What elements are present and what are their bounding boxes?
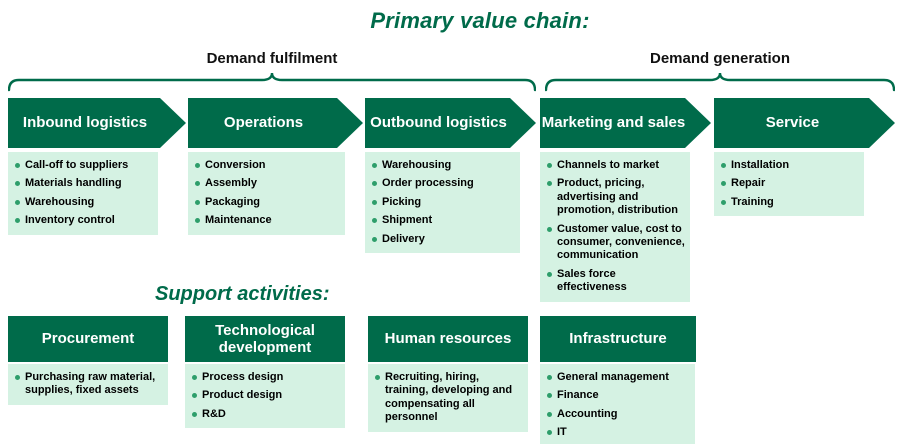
infrastructure-items: General management Finance Accounting IT [540, 364, 695, 444]
operations-items: Conversion Assembly Packaging Maintenanc… [188, 152, 345, 235]
support-infrastructure-header: Infrastructure [540, 316, 696, 362]
list-item: Packaging [194, 196, 341, 209]
stage-label: Service [765, 114, 820, 132]
support-label: Procurement [41, 330, 135, 348]
bullet-list: Call-off to suppliers Materials handling… [8, 152, 158, 235]
demand-fulfilment-brace-icon [8, 72, 536, 92]
list-item: Finance [546, 389, 691, 402]
list-item: Channels to market [546, 159, 686, 172]
list-item: Accounting [546, 408, 691, 421]
list-item: Repair [720, 177, 860, 190]
list-item: Warehousing [371, 159, 516, 172]
bullet-list: Channels to market Product, pricing, adv… [540, 152, 690, 302]
stage-label: Outbound logistics [370, 114, 507, 132]
stage-label: Marketing and sales [541, 114, 686, 132]
procurement-items: Purchasing raw material, supplies, fixed… [8, 364, 168, 405]
primary-value-chain-title: Primary value chain: [370, 8, 590, 33]
list-item: Warehousing [14, 196, 154, 209]
stage-marketing-sales-arrow: Marketing and sales [540, 98, 711, 148]
list-item: Assembly [194, 177, 341, 190]
outbound-logistics-items: Warehousing Order processing Picking Shi… [365, 152, 520, 254]
inbound-logistics-items: Call-off to suppliers Materials handling… [8, 152, 158, 235]
bullet-list: Recruiting, hiring, training, developing… [368, 364, 528, 432]
stage-operations-arrow: Operations [188, 98, 363, 148]
demand-generation-label: Demand generation [649, 50, 791, 67]
list-item: Training [720, 196, 860, 209]
support-procurement-header: Procurement [8, 316, 168, 362]
stage-inbound-logistics-arrow: Inbound logistics [8, 98, 186, 148]
list-item: Delivery [371, 233, 516, 246]
bullet-list: Purchasing raw material, supplies, fixed… [8, 364, 168, 405]
list-item: Maintenance [194, 214, 341, 227]
list-item: Inventory control [14, 214, 154, 227]
demand-generation-brace-icon [545, 72, 895, 92]
support-tech-dev-header: Technological development [185, 316, 345, 362]
list-item: Recruiting, hiring, training, developing… [374, 371, 524, 425]
list-item: Order processing [371, 177, 516, 190]
list-item: Process design [191, 371, 341, 384]
support-label: Infrastructure [569, 330, 667, 348]
demand-fulfilment-label: Demand fulfilment [206, 50, 338, 67]
list-item: Customer value, cost to consumer, conven… [546, 223, 686, 263]
list-item: Purchasing raw material, supplies, fixed… [14, 371, 164, 398]
list-item: Shipment [371, 214, 516, 227]
human-resources-items: Recruiting, hiring, training, developing… [368, 364, 528, 432]
list-item: Installation [720, 159, 860, 172]
list-item: R&D [191, 408, 341, 421]
stage-outbound-logistics-arrow: Outbound logistics [365, 98, 536, 148]
support-label: Technological development [215, 321, 315, 356]
bullet-list: General management Finance Accounting IT [540, 364, 695, 444]
list-item: Materials handling [14, 177, 154, 190]
tech-dev-items: Process design Product design R&D [185, 364, 345, 429]
support-human-resources-header: Human resources [368, 316, 528, 362]
service-items: Installation Repair Training [714, 152, 864, 217]
list-item: General management [546, 371, 691, 384]
list-item: Call-off to suppliers [14, 159, 154, 172]
list-item: Conversion [194, 159, 341, 172]
list-item: Product, pricing, advertising and promot… [546, 177, 686, 217]
list-item: IT [546, 426, 691, 439]
stage-label: Inbound logistics [22, 114, 148, 132]
bullet-list: Installation Repair Training [714, 152, 864, 216]
list-item: Sales force effectiveness [546, 268, 686, 295]
bullet-list: Conversion Assembly Packaging Maintenanc… [188, 152, 345, 235]
bullet-list: Warehousing Order processing Picking Shi… [365, 152, 520, 253]
support-label: Human resources [384, 330, 512, 348]
stage-label: Operations [223, 114, 304, 132]
bullet-list: Process design Product design R&D [185, 364, 345, 428]
list-item: Picking [371, 196, 516, 209]
support-activities-title: Support activities: [155, 283, 330, 305]
stage-service-arrow: Service [714, 98, 895, 148]
list-item: Product design [191, 389, 341, 402]
marketing-sales-items: Channels to market Product, pricing, adv… [540, 152, 690, 302]
